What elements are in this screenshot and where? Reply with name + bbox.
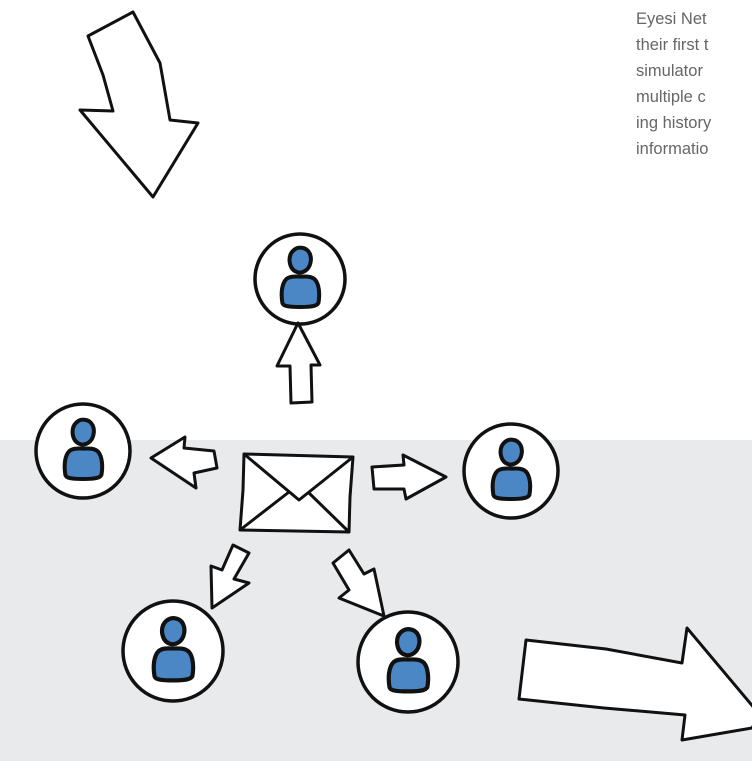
arrow-down-left-icon xyxy=(209,543,251,610)
arrow-left-icon xyxy=(149,435,219,490)
arrow-up-icon xyxy=(275,321,322,405)
large-arrow-right-icon xyxy=(517,626,752,742)
person-node-top xyxy=(253,232,347,326)
text-line-3: simulator xyxy=(636,62,703,80)
description-text: Eyesi Net their first t simulator multip… xyxy=(636,6,752,162)
person-node-right xyxy=(462,422,560,520)
text-line-5: ing history xyxy=(636,114,712,132)
person-node-bottom-right xyxy=(356,610,460,714)
person-node-bottom-left xyxy=(121,599,225,703)
text-line-2: their first t xyxy=(636,36,709,54)
arrow-right-icon xyxy=(370,453,448,501)
envelope-icon xyxy=(238,452,355,534)
text-line-1: Eyesi Net xyxy=(636,10,707,28)
person-node-left xyxy=(34,402,132,500)
large-arrow-down-icon xyxy=(78,10,200,199)
text-line-6: informatio xyxy=(636,140,709,158)
text-line-4: multiple c xyxy=(636,88,706,106)
arrow-down-right-icon xyxy=(331,548,386,618)
